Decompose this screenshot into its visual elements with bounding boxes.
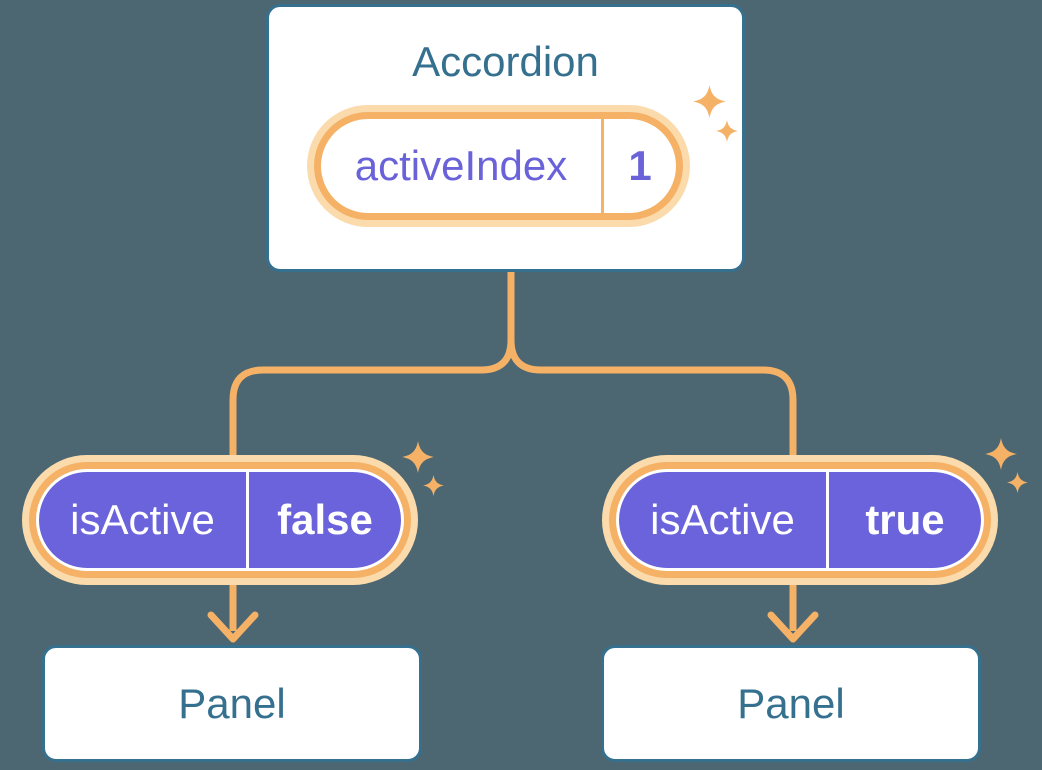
sparkle-icon [693, 85, 726, 118]
prop-pill-label: isActive [70, 496, 215, 543]
accordion-card: Accordion activeIndex 1 [266, 4, 745, 272]
sparkle-icon [1007, 472, 1028, 493]
state-pill-ring: activeIndex 1 [314, 112, 683, 220]
prop-pill-body: isActive false [36, 469, 404, 571]
state-pill-value: 1 [628, 142, 652, 189]
sparkle-icon [985, 438, 1017, 470]
connector-left-branch [229, 270, 515, 465]
panel-card-right: Panel [601, 645, 981, 762]
prop-pill-ring: isActive true [609, 462, 991, 578]
sparkle-icon [402, 441, 434, 473]
state-pill-label: activeIndex [354, 142, 568, 189]
state-pill-activeindex: activeIndex 1 [307, 105, 690, 227]
prop-pill-body: isActive true [616, 469, 984, 571]
right-arrowhead-icon [767, 611, 819, 643]
prop-pill-value: true [865, 496, 945, 543]
prop-pill-isactive-false: isActive false [22, 455, 418, 585]
accordion-title: Accordion [412, 38, 599, 85]
panel-card-left: Panel [42, 645, 422, 762]
left-arrowhead-icon [207, 611, 259, 643]
prop-pill-label: isActive [650, 496, 795, 543]
sparkle-icon [423, 475, 444, 496]
prop-pill-isactive-true: isActive true [602, 455, 998, 585]
prop-pill-ring: isActive false [29, 462, 411, 578]
state-pill-body: activeIndex 1 [321, 119, 676, 213]
sparkle-icon [716, 120, 738, 142]
connector-right-branch [507, 270, 797, 465]
prop-pill-divider [246, 472, 249, 568]
prop-pill-divider [826, 472, 829, 568]
prop-pill-value: false [277, 496, 373, 543]
state-pill-divider [601, 119, 604, 213]
